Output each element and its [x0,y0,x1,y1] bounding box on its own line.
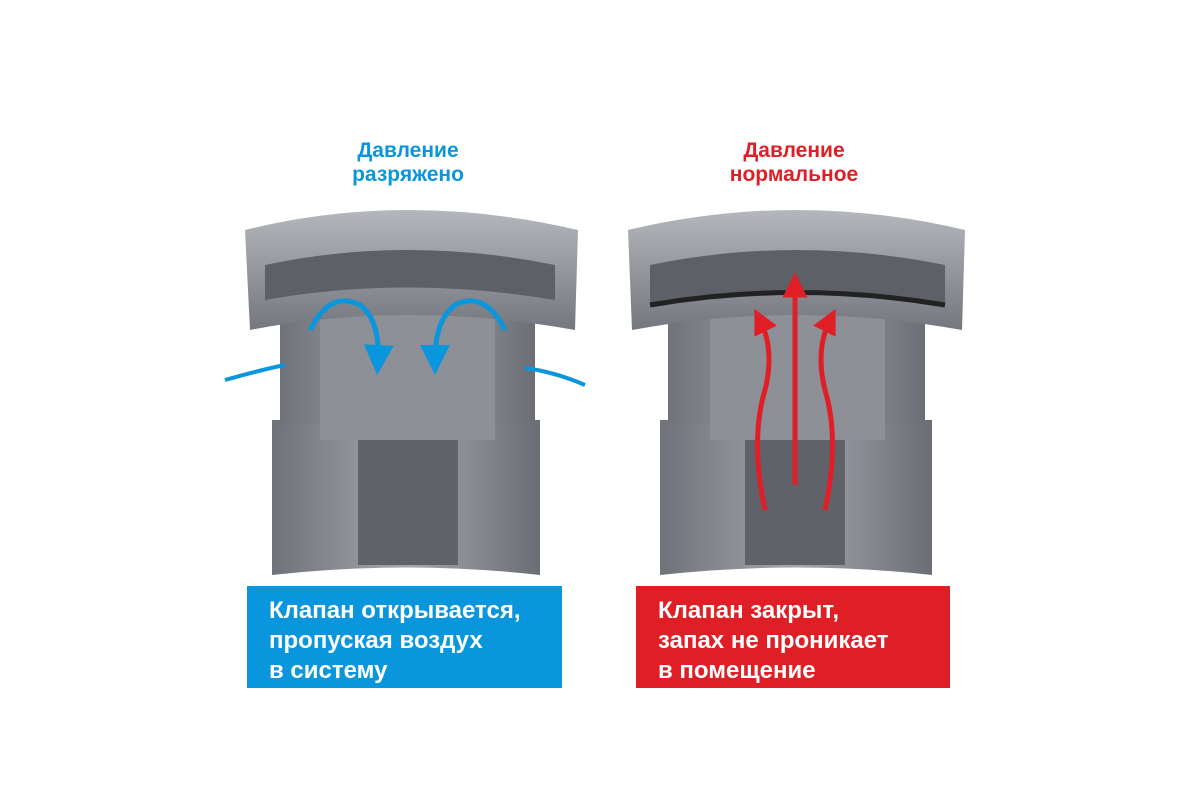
left-title-line: Давление [357,139,459,162]
right-title-line: Давление [743,139,845,162]
right-caption-line: запах не проникает [658,627,889,654]
left-caption-line: пропуская воздух [269,627,483,654]
left-caption-line: в систему [269,657,388,684]
left-caption-line: Клапан открывается, [269,597,521,624]
valve-closed-diagram [628,210,965,575]
left-caption-box: Клапан открывается, пропуская воздух в с… [247,586,562,688]
right-caption-line: Клапан закрыт, [658,597,839,624]
left-title-line: разряжено [352,163,464,186]
right-caption-box: Клапан закрыт, запах не проникает в поме… [636,586,950,688]
left-title: Давление разряжено [278,139,538,187]
right-caption-line: в помещение [658,657,816,684]
valve-open-diagram [224,210,586,575]
right-title-line: нормальное [729,163,859,186]
right-title: Давление нормальное [664,139,924,187]
